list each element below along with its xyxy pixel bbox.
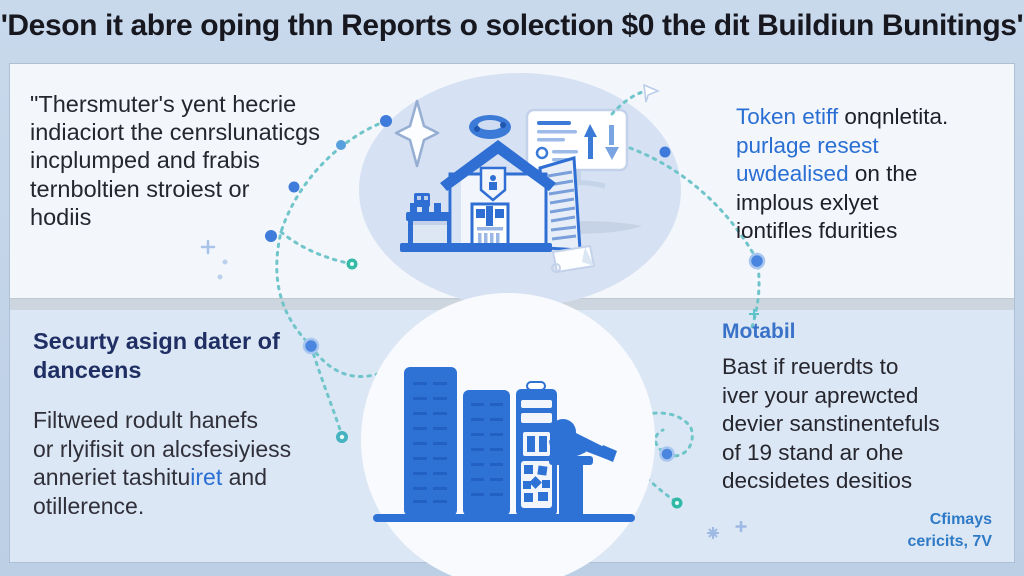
text-line: Cfimays	[929, 511, 992, 528]
text-line: Token etiff onqnletita.	[736, 103, 948, 132]
top-right-paragraph: Token etiff onqnletita. purlage resest u…	[736, 103, 948, 246]
text-line: Bast if reuerdts to	[722, 354, 899, 379]
text-line: "Thersmuter's yent hecrie	[30, 91, 297, 117]
text-line: incplumped and frabis	[30, 147, 260, 174]
text-line: Securty asign dater of	[33, 328, 280, 354]
text-line: anneriet tashituiret and	[33, 463, 291, 492]
page-title: 'Deson it abre oping thn Reports o solec…	[0, 9, 1024, 42]
text-fragment: onqnletita.	[838, 104, 949, 129]
text-line: otillerence.	[33, 493, 145, 520]
top-left-paragraph: "Thersmuter's yent hecrie indiaciort the…	[30, 90, 320, 231]
text-line: implous exlyet	[736, 189, 879, 215]
text-line: ternboltien stroiest or	[30, 175, 250, 202]
text-fragment: and	[222, 464, 267, 491]
bottom-left-paragraph: Filtweed rodult hanefs or rlyifisit on a…	[33, 406, 291, 521]
highlighted-text: uwdealised	[736, 161, 849, 187]
watermark-caption: Cfimays cericits, 7V	[908, 509, 993, 553]
text-line: devier sanstinentefuls	[722, 411, 940, 437]
text-line: decsidetes desitios	[722, 468, 913, 494]
text-line: iver your aprewcted	[722, 382, 919, 408]
bottom-right-paragraph: Bast if reuerdts to iver your aprewcted …	[722, 353, 940, 496]
text-line: iontifles fdurities	[736, 218, 898, 244]
text-line: cericits, 7V	[907, 533, 993, 550]
highlighted-text: iret	[190, 464, 223, 491]
text-line: or rlyifisit on alcsfesiyiess	[33, 435, 292, 462]
text-fragment: on the	[848, 161, 918, 187]
text-line: danceens	[33, 357, 142, 383]
text-line: uwdealised on the	[736, 160, 948, 189]
bottom-left-heading: Securty asign dater of danceens	[33, 327, 280, 385]
text-fragment: anneriet tashitu	[33, 464, 191, 491]
text-line: Filtweed rodult hanefs	[33, 407, 259, 433]
text-line: of 19 stand ar ohe	[722, 439, 904, 465]
text-line: hodiis	[30, 203, 92, 230]
bottom-right-heading: Motabil	[722, 320, 796, 343]
text-line: indiaciort the cenrslunaticgs	[30, 119, 320, 146]
highlighted-text: Token etiff	[736, 104, 839, 129]
highlighted-text: purlage resest	[736, 132, 879, 158]
